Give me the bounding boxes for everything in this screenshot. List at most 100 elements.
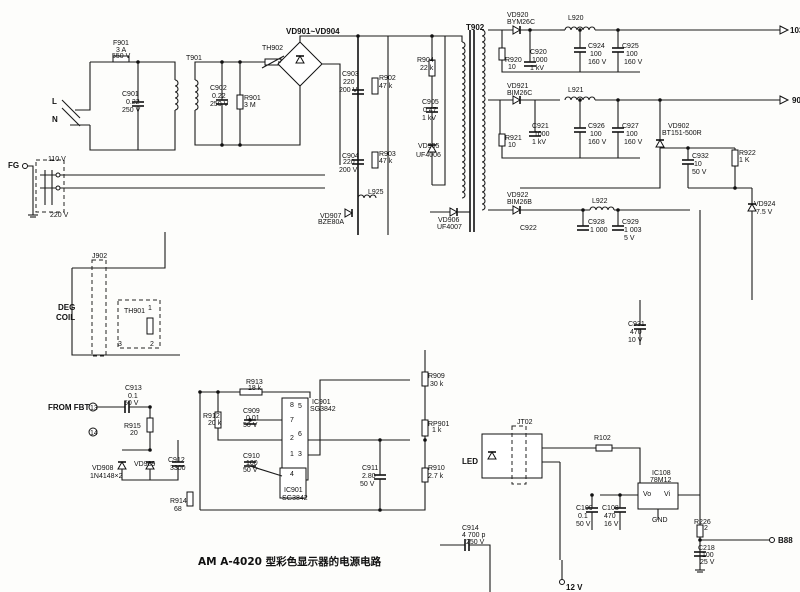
label-ic901-t: SG3842 <box>310 406 336 413</box>
wire <box>75 62 91 111</box>
label-c218-v: 100 <box>702 552 714 559</box>
label-coil: COIL <box>56 313 75 322</box>
label-out-12v: 12 V <box>566 583 583 592</box>
junction-dot <box>148 405 152 409</box>
label-r902: R902 <box>379 75 396 82</box>
mains-switch <box>61 107 81 127</box>
label-l925: L925 <box>368 189 384 196</box>
thermistor-arrow <box>261 55 285 69</box>
label-ic108: IC108 <box>652 470 671 477</box>
junction-dot <box>578 98 582 102</box>
label-c218: C218 <box>698 545 715 552</box>
label-c914: C914 <box>462 525 479 532</box>
junction-dot <box>238 60 242 64</box>
junction-dot <box>590 493 594 497</box>
wire <box>249 465 283 477</box>
label-c910-w: 50 V <box>243 467 258 474</box>
junction-dot <box>220 143 224 147</box>
label-c905-w: 1 kV <box>422 115 436 122</box>
junction-dot <box>616 208 620 212</box>
label-f901: F901 <box>113 40 129 47</box>
label-r909: R909 <box>428 373 445 380</box>
label-r910: R910 <box>428 465 445 472</box>
label-c926-v: 100 <box>590 131 602 138</box>
junction-dot <box>616 98 620 102</box>
voltage-selector-box <box>35 159 65 213</box>
label-c108-v: 470 <box>604 513 616 520</box>
wire <box>262 391 311 398</box>
transformer-coil <box>481 29 486 211</box>
selector-contact <box>55 185 61 191</box>
resistor <box>371 151 379 169</box>
label-c926-w: 160 V <box>588 139 607 146</box>
label-c929-v: 1 003 <box>624 227 642 234</box>
label-c905-v: 0.47 <box>423 107 437 114</box>
resistor <box>146 317 154 335</box>
label-r913-v: 18 k <box>248 385 262 392</box>
label-c929: C929 <box>622 219 639 226</box>
junction-dot <box>733 186 737 190</box>
junction-dot <box>356 34 360 38</box>
label-p1: 1 <box>290 451 294 458</box>
label-r921: R921 <box>505 135 522 142</box>
label-p6: 6 <box>298 431 302 438</box>
resistor <box>731 149 739 167</box>
inductor-coil <box>564 26 596 31</box>
junction-dot <box>423 438 427 442</box>
label-c901: C901 <box>122 91 139 98</box>
label-r909-v: 30 k <box>430 381 444 388</box>
junction-dot <box>430 34 434 38</box>
label-f901-w: 550 V <box>112 53 131 60</box>
label-c911-w: 50 V <box>360 481 375 488</box>
label-c903: C903 <box>342 71 359 78</box>
label-vd906-t: UF4007 <box>437 224 462 231</box>
ic108-block <box>637 482 679 510</box>
label-c901-v: 0.22 <box>126 99 140 106</box>
label-c920: C920 <box>530 49 547 56</box>
label-c902: C902 <box>210 85 227 92</box>
label-out-90: 90 V <box>792 96 800 105</box>
label-vd908: VD908 <box>92 465 114 472</box>
diode-symbol <box>487 450 497 460</box>
wire <box>217 428 282 441</box>
wire <box>194 110 275 146</box>
label-r910-v: 2.7 k <box>428 473 444 480</box>
label-out-103: 103 V <box>790 26 800 35</box>
label-vd922-t: BIM26B <box>507 199 532 206</box>
label-c913: C913 <box>125 385 142 392</box>
label-in-l: L <box>52 97 57 106</box>
label-r920-v: 10 <box>508 64 516 71</box>
label-fg: FG <box>8 161 19 170</box>
wire <box>501 60 560 73</box>
label-n13: 13 <box>90 405 98 412</box>
label-c927: C927 <box>622 123 639 130</box>
diode-symbol <box>117 460 127 470</box>
label-c218-w: 25 V <box>700 559 715 566</box>
junction-dot <box>136 60 140 64</box>
wire <box>89 125 165 151</box>
wire <box>612 447 641 495</box>
diode-symbol <box>344 208 354 218</box>
label-c911: C911 <box>362 465 378 472</box>
label-c109-w: 50 V <box>576 521 591 528</box>
label-r914-v: 68 <box>174 506 182 513</box>
wire <box>445 35 463 42</box>
label-c928-v: 1 000 <box>590 227 608 234</box>
label-c901-w: 250 V <box>122 107 141 114</box>
resistor <box>146 417 154 433</box>
label-r912: R912 <box>203 413 220 420</box>
label-c904-w: 200 V <box>339 167 358 174</box>
wire <box>165 61 176 80</box>
label-vd901: VD901~VD904 <box>286 27 340 36</box>
junction-dot <box>616 28 620 32</box>
label-r226-v: 2 <box>704 525 708 532</box>
label-n14: 14 <box>90 430 98 437</box>
label-rp901: RP901 <box>428 421 450 428</box>
label-r912-v: 20 k <box>208 420 222 427</box>
bridge-rectifier <box>277 41 323 87</box>
jt02-box <box>511 425 527 485</box>
label-l922: L922 <box>592 198 608 205</box>
label-f901-v: 3 A <box>116 47 126 54</box>
label-c903-w: 200 V <box>339 87 358 94</box>
